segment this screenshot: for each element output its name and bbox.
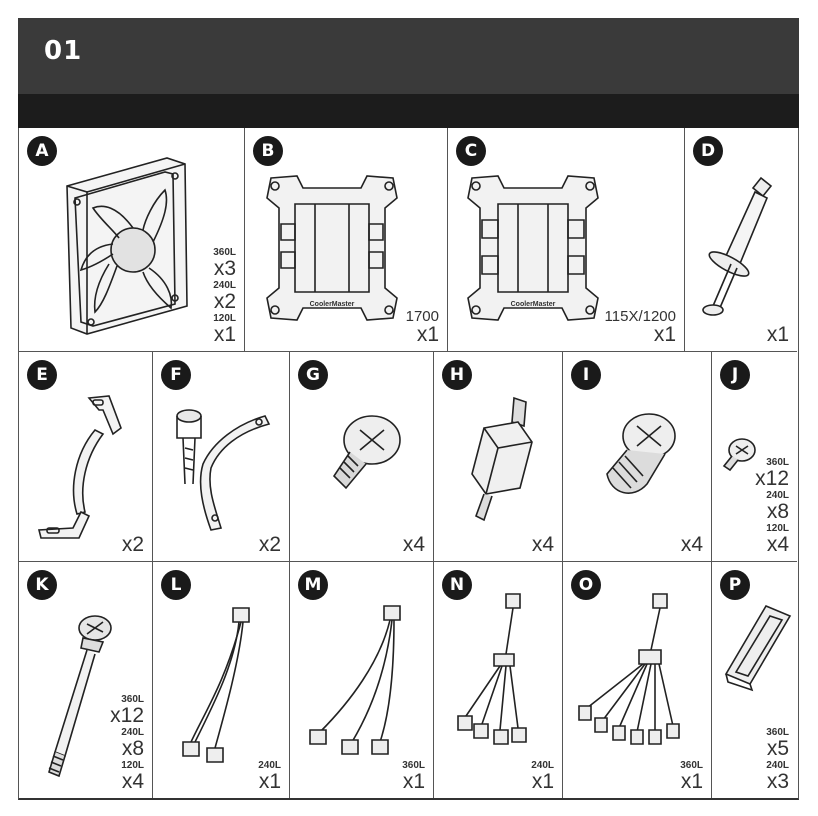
part-letter: L xyxy=(161,570,191,600)
part-cell-b: B CoolerMaster 1700 x1 xyxy=(245,128,448,352)
clip-illustration xyxy=(716,602,796,692)
part-cell-p: P 360L x5 240L x3 xyxy=(712,562,797,798)
part-cell-h: H x4 xyxy=(434,352,563,562)
quantity-list: 360L x3 240L x2 120L x1 xyxy=(213,246,236,345)
part-cell-e: E x2 xyxy=(19,352,153,562)
quantity-list: x4 xyxy=(532,534,554,555)
backplate-illustration: CoolerMaster xyxy=(458,168,608,328)
brand-mark: CoolerMaster xyxy=(511,301,556,308)
fan-illustration xyxy=(47,146,197,336)
quantity-list: 240L x1 xyxy=(531,759,554,792)
part-letter: E xyxy=(27,360,57,390)
quantity-list: 360L x1 xyxy=(680,759,703,792)
part-letter: I xyxy=(571,360,601,390)
brand-mark: CoolerMaster xyxy=(310,301,355,308)
part-letter: G xyxy=(298,360,328,390)
screw-illustration xyxy=(718,434,758,474)
part-cell-n: N 240L x1 xyxy=(434,562,563,798)
quantity-list: x4 xyxy=(681,534,703,555)
part-cell-k: K 360L x12 240L x8 120L x4 xyxy=(19,562,153,798)
part-cell-o: O 360L x1 xyxy=(563,562,712,798)
quantity-list: 360L x12 240L x8 120L x4 xyxy=(755,456,789,555)
cable-illustration xyxy=(165,602,275,782)
splitter-illustration xyxy=(573,592,693,762)
part-cell-j: J 360L x12 240L x8 120L x4 xyxy=(712,352,797,562)
quantity-list: 360L x12 240L x8 120L x4 xyxy=(110,693,144,792)
step-header: 01 xyxy=(18,18,799,94)
part-letter: J xyxy=(720,360,750,390)
nut-illustration xyxy=(593,402,683,512)
part-letter: C xyxy=(456,136,486,166)
part-cell-g: G x4 xyxy=(290,352,434,562)
part-cell-m: M 360L x1 xyxy=(290,562,434,798)
part-cell-l: L 240L x1 xyxy=(153,562,290,798)
long-screw-illustration xyxy=(31,602,121,782)
thermal-paste-illustration xyxy=(693,168,783,328)
parts-grid: A 360L x3 240L x2 120L x1 xyxy=(18,128,799,800)
cable-illustration xyxy=(300,602,420,782)
part-cell-d: D x1 xyxy=(685,128,797,352)
standoff-illustration xyxy=(454,392,544,522)
header-subbar xyxy=(18,94,799,128)
quantity-list: 360L x5 240L x3 xyxy=(766,726,789,792)
part-letter: K xyxy=(27,570,57,600)
quantity-list: 240L x1 xyxy=(258,759,281,792)
quantity-list: x2 xyxy=(259,534,281,555)
quantity-list: 115X/1200 x1 xyxy=(605,309,676,345)
screw-illustration xyxy=(320,402,410,502)
part-letter: B xyxy=(253,136,283,166)
part-cell-i: I x4 xyxy=(563,352,712,562)
part-letter: M xyxy=(298,570,328,600)
part-letter: P xyxy=(720,570,750,600)
quantity-list: x2 xyxy=(122,534,144,555)
bracket-illustration xyxy=(29,388,129,548)
backplate-illustration: CoolerMaster xyxy=(257,168,407,328)
part-cell-a: A 360L x3 240L x2 120L x1 xyxy=(19,128,245,352)
quantity-list: 360L x1 xyxy=(402,759,425,792)
bracket-illustration xyxy=(159,388,277,548)
part-letter: F xyxy=(161,360,191,390)
quantity-list: x1 xyxy=(767,324,789,345)
step-number: 01 xyxy=(44,36,82,66)
part-cell-c: C CoolerMaster 115X/1200 x1 xyxy=(448,128,685,352)
quantity-list: 1700 x1 xyxy=(406,309,439,345)
splitter-illustration xyxy=(446,592,546,762)
quantity-list: x4 xyxy=(403,534,425,555)
part-letter: H xyxy=(442,360,472,390)
part-letter: D xyxy=(693,136,723,166)
part-cell-f: F x2 xyxy=(153,352,290,562)
